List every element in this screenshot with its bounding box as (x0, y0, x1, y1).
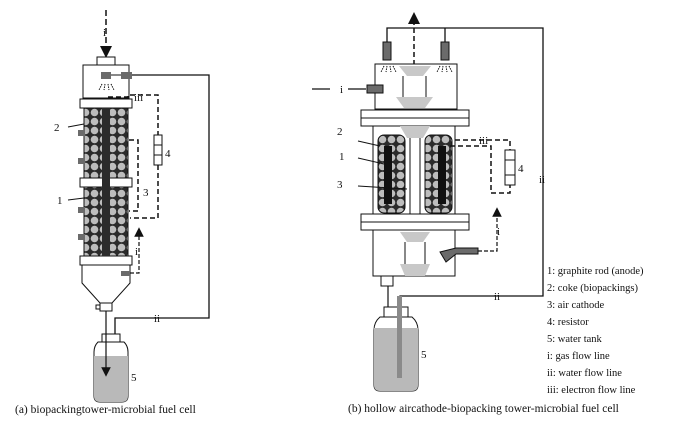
label-b-4: 4 (518, 163, 524, 175)
gas-flow-line-bottom (130, 227, 144, 274)
legend-item: 4: resistor (547, 317, 589, 328)
caption-b: (b) hollow aircathode-biopacking tower-m… (348, 403, 619, 415)
gas-outlet-pipe-b (439, 247, 479, 263)
legend: 1: graphite rod (anode) 2: coke (biopack… (547, 266, 644, 396)
spray-icon (98, 83, 115, 91)
graphite-rod-right (438, 146, 446, 204)
funnel-top (399, 66, 431, 76)
label-b-2: 2 (337, 126, 343, 138)
graphite-rod-left (384, 146, 392, 204)
electron-flow-line-b (455, 139, 511, 150)
sprayer-nozzle (101, 72, 111, 79)
label-a-4: 4 (165, 148, 171, 160)
sprayer-right (440, 41, 450, 61)
label-b-ii-bottom: ii (494, 291, 500, 303)
label-a-3: 3 (143, 187, 149, 199)
legend-item: 1: graphite rod (anode) (547, 266, 644, 277)
label-b-i-side: i (340, 84, 343, 96)
flange-top (79, 98, 133, 109)
figure-b: i 2 1 3 iii 4 ii i ii 5 (b) hollow airca… (312, 12, 619, 415)
water-flow-line (114, 74, 210, 378)
legend-item: 2: coke (biopackings) (547, 283, 638, 294)
label-b-i-out: i (497, 226, 500, 238)
label-b-3: 3 (337, 179, 343, 191)
gas-flow-line-b-out (478, 207, 502, 252)
top-chamber (82, 64, 130, 99)
legend-item: 5: water tank (547, 334, 603, 345)
electron-flow-line (108, 94, 159, 135)
label-a-2: 2 (54, 122, 60, 134)
flange-bottom (79, 255, 133, 266)
label-b-iii: iii (479, 135, 488, 147)
legend-item: iii: electron flow line (547, 385, 636, 396)
label-a-i-top: i (103, 27, 106, 39)
gas-inlet-connector-b (366, 84, 384, 94)
legend-item: 3: air cathode (547, 300, 604, 311)
label-b-ii-right: ii (539, 174, 545, 186)
graphite-rod (102, 108, 110, 256)
label-a-ii: ii (154, 313, 160, 325)
figure-a: i iii 4 2 1 3 i ii 5 (a) biopackingtower… (15, 10, 210, 416)
label-a-1: 1 (57, 195, 63, 207)
label-a-iii: iii (134, 92, 143, 104)
air-cathode-lead (129, 139, 139, 212)
legend-item: ii: water flow line (547, 368, 622, 379)
gas-inlet-bottom-connector (121, 271, 130, 276)
bottom-cone (81, 264, 131, 304)
label-b-5: 5 (421, 349, 427, 361)
caption-a: (a) biopackingtower-microbial fuel cell (15, 404, 196, 416)
resistor-b (504, 149, 516, 186)
sprayer-left (382, 41, 392, 61)
resistor (153, 134, 163, 166)
label-a-i-bottom: i (135, 246, 138, 258)
gas-inlet-cap (96, 56, 116, 66)
valve-b (380, 275, 394, 287)
label-a-5: 5 (131, 372, 137, 384)
legend-item: i: gas flow line (547, 351, 610, 362)
label-b-1: 1 (339, 151, 345, 163)
valve (99, 302, 113, 312)
water-inlet-connector (121, 72, 132, 79)
